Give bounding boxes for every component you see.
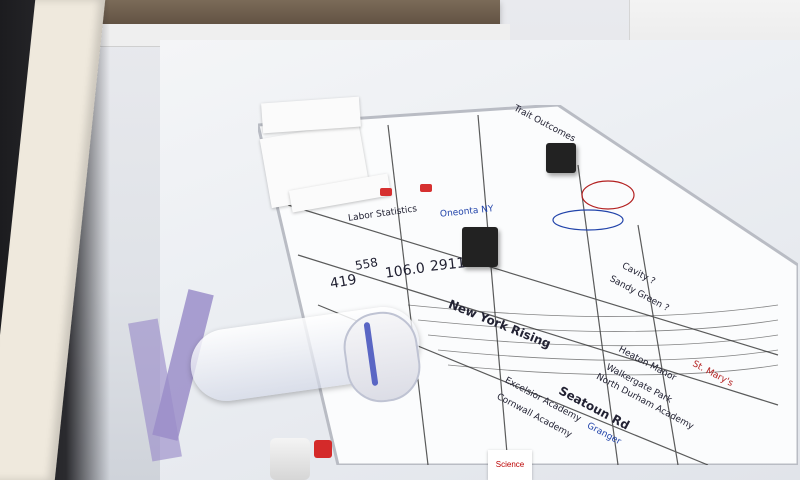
red-cap bbox=[314, 440, 332, 458]
sticker: Science bbox=[488, 450, 532, 480]
red-magnet bbox=[380, 188, 392, 196]
black-cube bbox=[462, 227, 498, 267]
black-cube bbox=[546, 143, 576, 173]
bottle bbox=[270, 438, 310, 480]
red-magnet bbox=[420, 184, 432, 192]
wooden-shelf bbox=[40, 0, 500, 28]
